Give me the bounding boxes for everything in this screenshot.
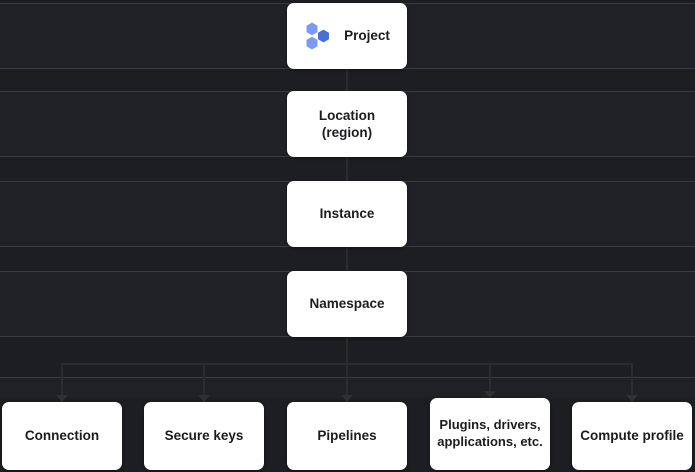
connector-bus-to-secure-keys	[203, 363, 205, 402]
connector-bus-to-compute-profile	[631, 363, 633, 402]
node-card-secure-keys[interactable]: Secure keys	[144, 402, 264, 470]
arrowhead-secure-keys	[198, 395, 210, 402]
connector-namespace-to-bus	[346, 337, 348, 363]
connector-bus-to-pipelines	[346, 363, 348, 402]
node-label-namespace: Namespace	[309, 296, 385, 312]
node-card-namespace[interactable]: Namespace	[287, 271, 407, 337]
node-label-location: Location (region)	[318, 107, 376, 140]
arrowhead-compute-profile	[626, 395, 638, 402]
node-card-instance[interactable]: Instance	[287, 181, 407, 247]
connector-instance-to-namespace	[346, 247, 348, 271]
arrowhead-connection	[56, 395, 68, 402]
node-label-pipelines: Pipelines	[317, 428, 377, 444]
node-label-plugins: Plugins, drivers, applications, etc.	[437, 417, 543, 449]
node-card-project[interactable]: Project	[287, 3, 407, 69]
node-label-instance: Instance	[319, 206, 375, 222]
node-label-secure-keys: Secure keys	[164, 428, 244, 444]
node-card-compute-profile[interactable]: Compute profile	[572, 402, 692, 470]
connector-location-to-instance	[346, 157, 348, 181]
connector-project-to-location	[346, 69, 348, 91]
node-card-location[interactable]: Location (region)	[287, 91, 407, 157]
arrowhead-plugins	[484, 391, 496, 398]
node-label-connection: Connection	[24, 428, 100, 444]
arrowhead-pipelines	[341, 395, 353, 402]
node-card-pipelines[interactable]: Pipelines	[287, 402, 407, 470]
project-hexagons-icon	[304, 21, 334, 51]
connector-bus-to-connection	[61, 363, 63, 402]
node-label-project: Project	[344, 28, 390, 44]
node-label-compute-profile: Compute profile	[580, 428, 684, 444]
connector-bus-to-plugins	[489, 363, 491, 398]
node-card-plugins[interactable]: Plugins, drivers, applications, etc.	[430, 398, 550, 470]
node-card-connection[interactable]: Connection	[2, 402, 122, 470]
